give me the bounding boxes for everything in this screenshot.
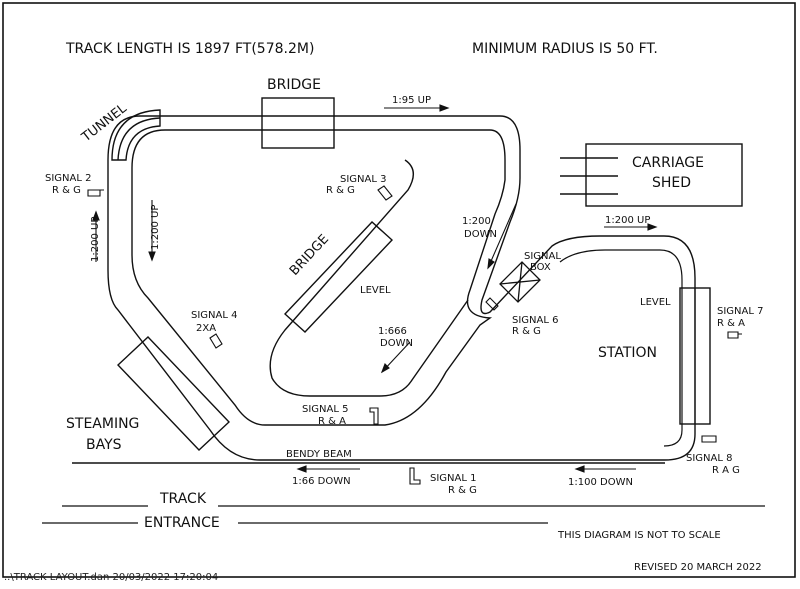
signal-6-type: R & G xyxy=(512,326,541,337)
carriage-shed xyxy=(585,143,743,207)
signal-8-type: R A G xyxy=(712,465,740,476)
signal-7-icon xyxy=(727,331,742,339)
station-inner-rail xyxy=(559,249,683,447)
main-track xyxy=(107,115,696,461)
signal-icons xyxy=(87,185,742,485)
signal-4-type: 2XA xyxy=(196,323,216,334)
signal-2-type: R & G xyxy=(52,185,81,196)
signal-4-icon xyxy=(209,333,223,349)
track-label: TRACK xyxy=(159,491,207,507)
gradient-left-outer: 1:200 UP xyxy=(90,217,101,262)
file-footer: ..\TRACK LAYOUT.dan 20/03/2022 17:20:04 xyxy=(4,572,219,583)
inner-loop-outer xyxy=(269,159,469,397)
top-bridge xyxy=(261,97,335,149)
signal-3-type: R & G xyxy=(326,185,355,196)
signal-8-name: SIGNAL 8 xyxy=(686,453,732,464)
signal-3-icon xyxy=(377,185,393,201)
inner-rail xyxy=(131,129,506,426)
steaming-bays-line2: BAYS xyxy=(86,437,122,453)
gradient-arrows xyxy=(92,104,658,473)
steaming-bays-line1: STEAMING xyxy=(66,416,139,432)
gradient-right-up: 1:200 UP xyxy=(605,215,650,226)
signal-2-name: SIGNAL 2 xyxy=(45,173,91,184)
page-border xyxy=(2,2,796,578)
carriage-shed-sidings xyxy=(560,157,618,195)
signal-1-icon xyxy=(409,467,421,485)
signal-6-icon xyxy=(485,297,499,311)
signal-box-line1: SIGNAL xyxy=(524,251,561,262)
signal-5-type: R & A xyxy=(318,416,346,427)
bendy-beam-label: BENDY BEAM xyxy=(286,449,352,460)
track-length-title: TRACK LENGTH IS 1897 FT(578.2M) xyxy=(65,41,314,57)
signal-box xyxy=(499,261,541,303)
steaming-bays-box xyxy=(117,336,230,451)
signal-7-type: R & A xyxy=(717,318,745,329)
carriage-shed-line2: SHED xyxy=(652,175,691,191)
track-entrance-lines xyxy=(42,505,765,524)
inner-loop xyxy=(269,159,469,397)
gradient-middle-down-word: DOWN xyxy=(464,229,497,240)
carriage-shed-line1: CARRIAGE xyxy=(632,155,704,171)
minimum-radius-title: MINIMUM RADIUS IS 50 FT. xyxy=(472,41,658,57)
signal-5-icon xyxy=(369,407,379,425)
signal-2-icon xyxy=(87,189,104,197)
signal-box-line2: BOX xyxy=(530,262,551,273)
top-bridge-label: BRIDGE xyxy=(267,77,321,93)
signal-1-type: R & G xyxy=(448,485,477,496)
outer-rail xyxy=(107,115,696,461)
signal-6-name: SIGNAL 6 xyxy=(512,315,558,326)
tunnel xyxy=(111,109,161,161)
not-to-scale-note: THIS DIAGRAM IS NOT TO SCALE xyxy=(557,530,721,541)
gradient-top: 1:95 UP xyxy=(392,95,431,106)
station-label: STATION xyxy=(598,345,657,361)
signal-1-name: SIGNAL 1 xyxy=(430,473,476,484)
entrance-label: ENTRANCE xyxy=(144,515,220,531)
gradient-bottom-left: 1:66 DOWN xyxy=(292,476,351,487)
inner-level-label: LEVEL xyxy=(360,285,391,296)
signal-5-name: SIGNAL 5 xyxy=(302,404,348,415)
inner-bridge xyxy=(283,221,394,333)
station-level-label: LEVEL xyxy=(640,297,671,308)
signal-4-name: SIGNAL 4 xyxy=(191,310,237,321)
gradient-inner-down-word: DOWN xyxy=(380,338,413,349)
revised-note: REVISED 20 MARCH 2022 xyxy=(634,562,762,573)
gradient-middle-down: 1:200 xyxy=(462,216,491,227)
signal-3-name: SIGNAL 3 xyxy=(340,174,386,185)
signal-7-name: SIGNAL 7 xyxy=(717,306,763,317)
gradient-left-inner: 1:200 UP xyxy=(150,205,161,250)
signal-8-icon xyxy=(701,435,717,443)
gradient-bottom-right: 1:100 DOWN xyxy=(568,477,633,488)
gradient-inner-down: 1:666 xyxy=(378,326,407,337)
